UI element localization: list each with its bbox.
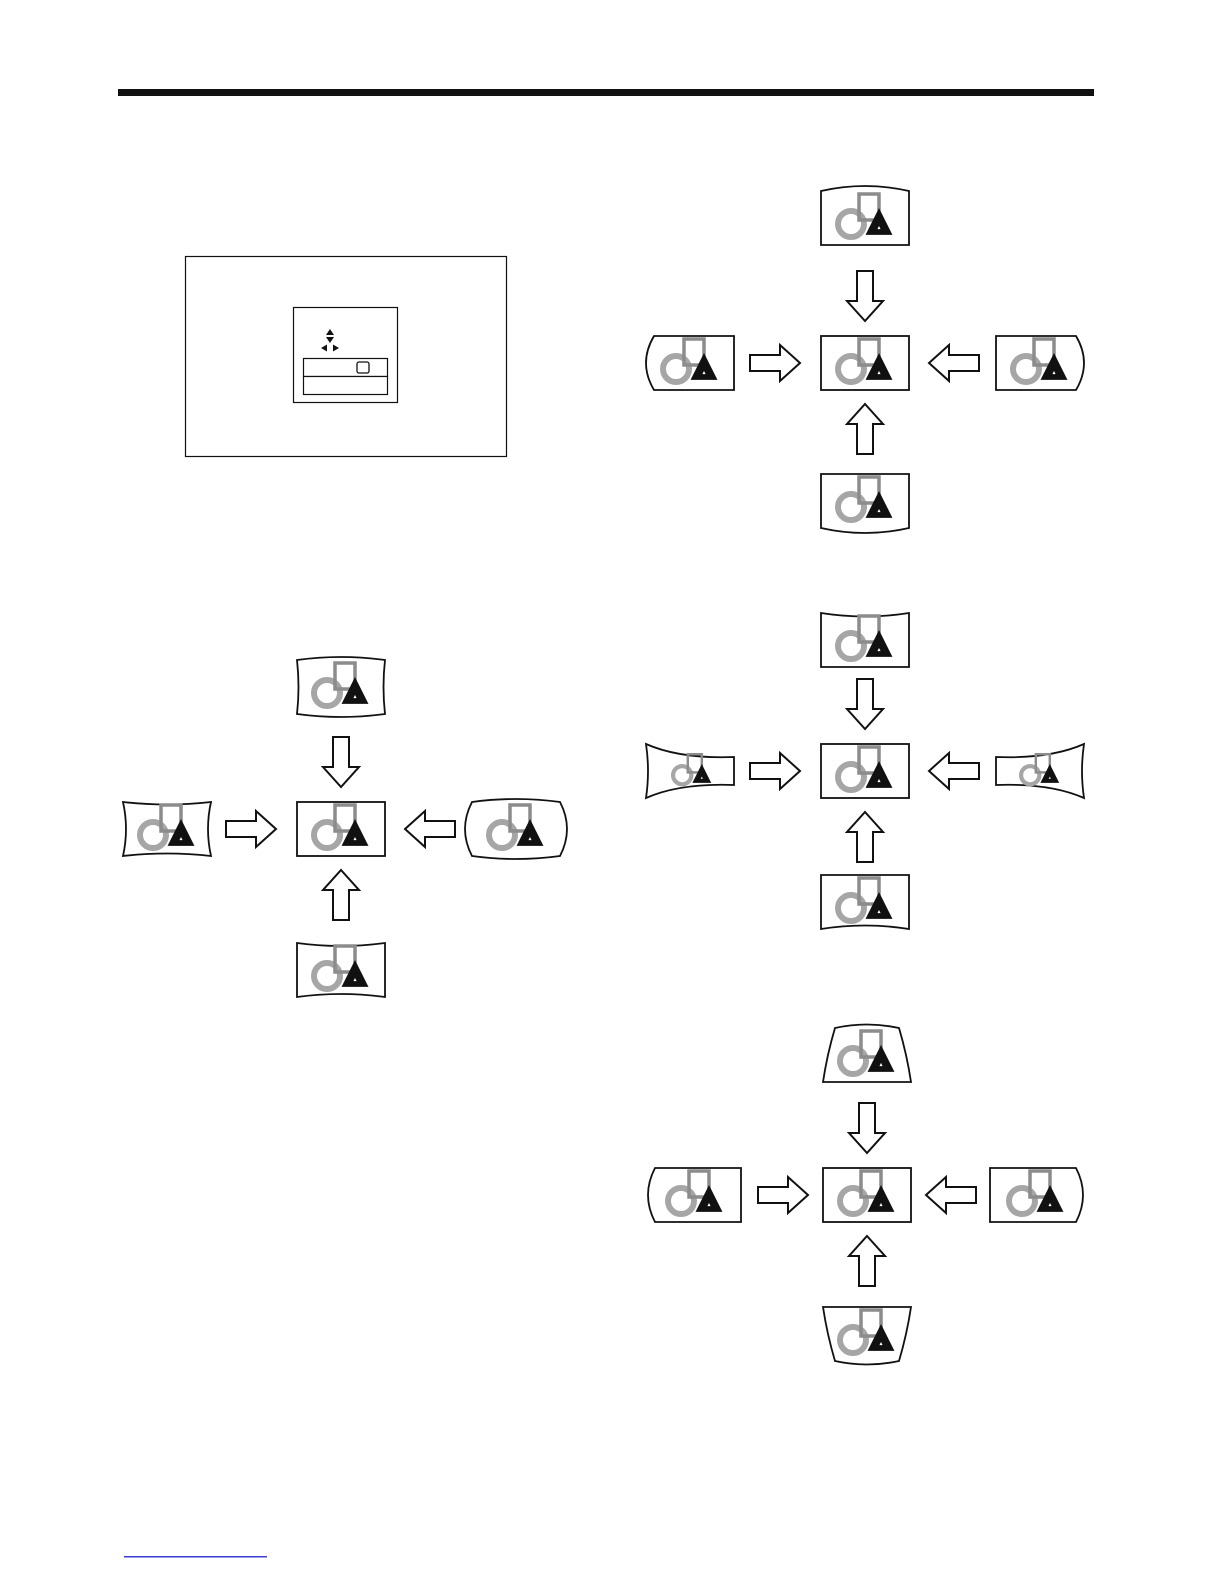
arrow-right-icon	[226, 811, 276, 847]
figure-bottom-right	[648, 1025, 1083, 1365]
figure-middle-right	[646, 613, 1084, 929]
arrow-down-icon	[323, 737, 359, 787]
arrow-up-icon	[847, 812, 883, 862]
arrow-down-icon	[847, 679, 883, 729]
screen-bottom	[821, 474, 909, 533]
menu-row-1[interactable]	[304, 359, 388, 377]
screen-right	[996, 744, 1084, 798]
arrow-right-icon	[750, 345, 800, 381]
arrow-left-icon	[926, 1177, 976, 1213]
screen-bottom	[823, 1307, 911, 1365]
header-rule	[118, 89, 1094, 96]
screen-bottom	[821, 875, 909, 929]
screen-center	[821, 744, 909, 798]
screen-top	[821, 613, 909, 667]
arrow-down-icon	[849, 1103, 885, 1153]
arrow-right-icon	[750, 753, 800, 789]
arrow-left-icon	[929, 753, 979, 789]
screen-right	[990, 1168, 1083, 1222]
figure-top-right	[646, 186, 1084, 533]
screen-left	[646, 336, 734, 390]
osd-illustration	[186, 257, 507, 457]
screen-top	[823, 1025, 911, 1083]
screen-top	[821, 186, 909, 245]
arrow-left-icon	[405, 811, 455, 847]
screen-right	[465, 799, 567, 859]
square-icon	[357, 362, 369, 373]
figure-left	[123, 657, 567, 997]
screen-center	[821, 336, 909, 390]
screen-right	[996, 336, 1084, 390]
footer-rule	[124, 1556, 267, 1558]
arrow-right-icon	[758, 1177, 808, 1213]
arrow-up-icon	[847, 404, 883, 454]
screen-bottom	[297, 943, 385, 997]
menu-row-2[interactable]	[304, 377, 388, 395]
arrow-up-icon	[849, 1236, 885, 1286]
arrow-up-icon	[323, 870, 359, 920]
screen-left	[646, 744, 734, 798]
screen-left	[648, 1168, 741, 1222]
screen-top	[297, 657, 385, 717]
arrow-down-icon	[847, 271, 883, 321]
screen-left	[123, 802, 211, 856]
screen-center	[297, 802, 385, 856]
screen-center	[823, 1168, 911, 1222]
arrow-left-icon	[929, 345, 979, 381]
